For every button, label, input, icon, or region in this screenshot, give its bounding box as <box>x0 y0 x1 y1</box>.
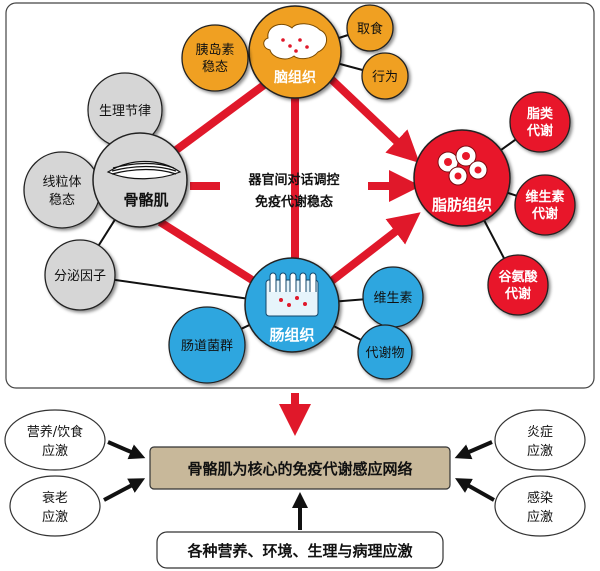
muscle-satellite-secretion <box>44 239 116 311</box>
stress-inflammation-line1: 炎症 <box>527 425 553 440</box>
center-line1: 器官间对话调控 <box>247 172 339 188</box>
gut-sat-3-line1: 肠道菌群 <box>181 339 233 354</box>
intestine-villi-icon <box>265 272 319 317</box>
black-arrows <box>103 440 495 530</box>
brain-label: 脑组织 <box>274 69 316 86</box>
fat-sat-1-line2: 代谢 <box>526 123 553 139</box>
muscle-node <box>92 132 188 228</box>
muscle-sat-1-line1: 生理节律 <box>99 104 151 119</box>
muscle-sat-3-line1: 分泌因子 <box>54 269 106 284</box>
stress-inflammation-ellipse <box>494 409 586 471</box>
muscle-label: 骨骼肌 <box>123 191 168 209</box>
brain-satellite-feeding <box>346 4 394 52</box>
stress-infection-ellipse <box>494 475 586 537</box>
stress-infection-line1: 感染 <box>527 490 553 506</box>
stress-all-box <box>156 531 444 569</box>
brain-sat-3-line1: 行为 <box>372 70 398 85</box>
adipocyte-icon <box>437 145 488 186</box>
muscle-sat-2-line2: 稳态 <box>49 192 75 208</box>
muscle-fiber-icon <box>106 161 182 180</box>
muscle-sat-2-line1: 线粒体 <box>42 175 81 190</box>
fat-sat-3-line2: 代谢 <box>504 286 531 302</box>
stress-inflammation-line2: 应激 <box>527 443 553 459</box>
gut-sat-2-line1: 代谢物 <box>365 345 404 361</box>
fat-sat-2-line2: 代谢 <box>531 206 558 222</box>
stress-aging-line1: 衰老 <box>42 490 68 506</box>
gut-sat-1-line1: 维生素 <box>373 291 412 306</box>
fat-label: 脂肪组织 <box>432 196 492 214</box>
fat-satellite-lipid <box>509 91 571 153</box>
fat-sat-2-line1: 维生素 <box>525 189 564 205</box>
network-box <box>149 446 451 490</box>
brain-sat-2-line1: 取食 <box>357 21 383 37</box>
brain-satellite-behavior <box>361 52 409 100</box>
fat-sat-1-line1: 脂类 <box>526 106 554 122</box>
fat-satellite-vitamin <box>514 174 576 236</box>
network-title: 骨骼肌为核心的免疫代谢感应网络 <box>187 460 412 478</box>
stress-infection-line2: 应激 <box>527 509 553 525</box>
brain-sat-1-line2: 稳态 <box>202 59 228 75</box>
stress-aging-line2: 应激 <box>42 509 68 525</box>
gut-label: 肠组织 <box>269 326 314 344</box>
gut-satellite-microbiota <box>168 306 246 384</box>
stress-aging-ellipse <box>9 475 101 537</box>
brain-sat-1-line1: 胰岛素 <box>195 42 234 58</box>
fat-sat-3-line1: 谷氨酸 <box>498 269 538 285</box>
brain-icon <box>263 23 327 60</box>
stress-nutrition-line1: 营养/饮食 <box>27 424 83 440</box>
fat-satellite-glutamate <box>487 254 549 316</box>
stress-nutrition-line2: 应激 <box>42 443 68 459</box>
muscle-satellite-mito <box>23 151 101 229</box>
center-line2: 免疫代谢稳态 <box>255 194 333 210</box>
stress-nutrition-ellipse <box>4 409 106 471</box>
gut-satellite-metabolite <box>357 324 413 380</box>
stress-all-text: 各种营养、环境、生理与病理应激 <box>186 542 413 560</box>
brain-satellite-insulin <box>181 24 249 92</box>
